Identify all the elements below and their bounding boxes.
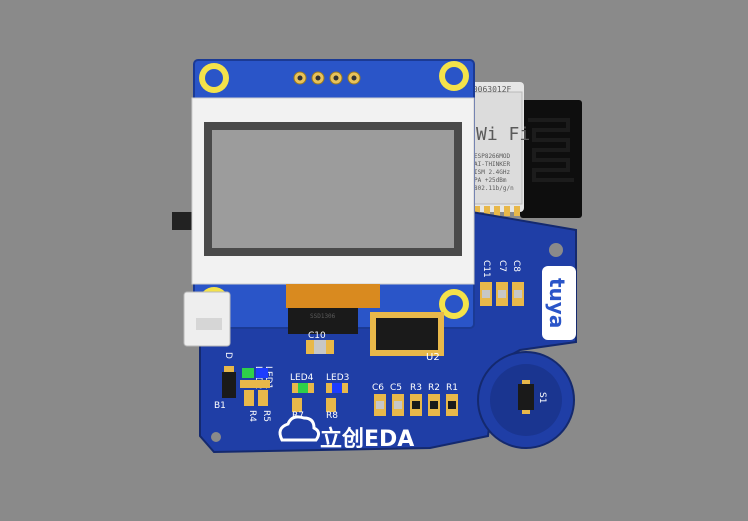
tuya-badge: tuya <box>542 266 576 340</box>
oled-screen <box>212 130 454 248</box>
part-leds-center: LED4 LED3 R7 R8 <box>290 373 349 421</box>
ref-r1: R1 <box>446 383 458 393</box>
tuya-logo-text: tuya <box>545 278 569 328</box>
ref-c10: C10 <box>308 331 326 341</box>
antenna-trace <box>528 118 574 182</box>
part-diode-b1: D B1 <box>214 352 236 411</box>
wifi-pads <box>474 206 520 216</box>
ref-r2: R2 <box>428 383 440 393</box>
part-leds-left: LED1 LED2 R4 R5 <box>240 366 273 422</box>
mount-hole-small <box>211 432 221 442</box>
cloud-icon <box>278 415 321 442</box>
led1-blue <box>256 368 268 378</box>
part-passives-row: C6 C5 R3 R2 R1 <box>372 383 458 416</box>
wifi-logo: Wi Fi <box>476 124 530 145</box>
ref-led3: LED3 <box>326 373 349 383</box>
driver-ic-marking: SSD1306 <box>310 313 336 320</box>
mcu-body <box>376 318 438 350</box>
b1-body <box>222 372 236 398</box>
touch-switch-s1: S1 <box>518 380 547 414</box>
ref-c6: C6 <box>372 383 384 393</box>
ref-b1: B1 <box>214 401 226 411</box>
wifi-serial: 00063012F <box>468 85 512 94</box>
s1-body <box>518 384 534 410</box>
ref-r3: R3 <box>410 383 422 393</box>
r5-pads <box>258 390 268 406</box>
ref-r8: R8 <box>326 411 338 421</box>
ref-c5: C5 <box>390 383 402 393</box>
part-c10: C10 <box>306 331 334 354</box>
ref-c8: C8 <box>511 260 521 272</box>
oled-header-pins <box>293 71 361 85</box>
ref-u2: U2 <box>426 352 440 363</box>
led2-green <box>242 368 254 378</box>
wifi-line-2: AI-THINKER <box>474 161 511 168</box>
wifi-module: 00063012F Wi Fi ESP8266MOD AI-THINKER IS… <box>466 82 582 218</box>
mount-hole <box>549 243 563 257</box>
r4-pads <box>244 390 254 406</box>
usb-connector <box>183 291 231 347</box>
driver-ic-body <box>288 308 358 334</box>
lceda-logo-text: 立创EDA <box>320 426 414 452</box>
wifi-line-1: ESP8266MOD <box>474 153 511 160</box>
oled-fpc <box>286 284 380 308</box>
wifi-line-4: PA +25dBm <box>474 177 507 184</box>
ref-d: D <box>223 352 233 359</box>
lceda-logo: 立创EDA <box>278 415 414 452</box>
ref-c11: C11 <box>481 260 491 278</box>
wifi-line-5: 802.11b/g/n <box>474 185 514 192</box>
led4-green <box>298 383 308 393</box>
ref-led4: LED4 <box>290 373 314 383</box>
mcu-u2: U2 <box>370 312 444 363</box>
ref-c7: C7 <box>497 260 507 272</box>
ref-r4: R4 <box>247 410 257 422</box>
part-caps-right: C11 C7 C8 <box>480 260 524 306</box>
led3-blue <box>332 383 342 393</box>
tuya-badge-bg <box>542 266 576 340</box>
wifi-line-3: ISM 2.4GHz <box>474 169 511 176</box>
driver-ic: SSD1306 <box>288 308 358 334</box>
ref-s1: S1 <box>537 392 547 403</box>
ref-r5: R5 <box>261 410 271 422</box>
oled-module <box>191 59 475 329</box>
